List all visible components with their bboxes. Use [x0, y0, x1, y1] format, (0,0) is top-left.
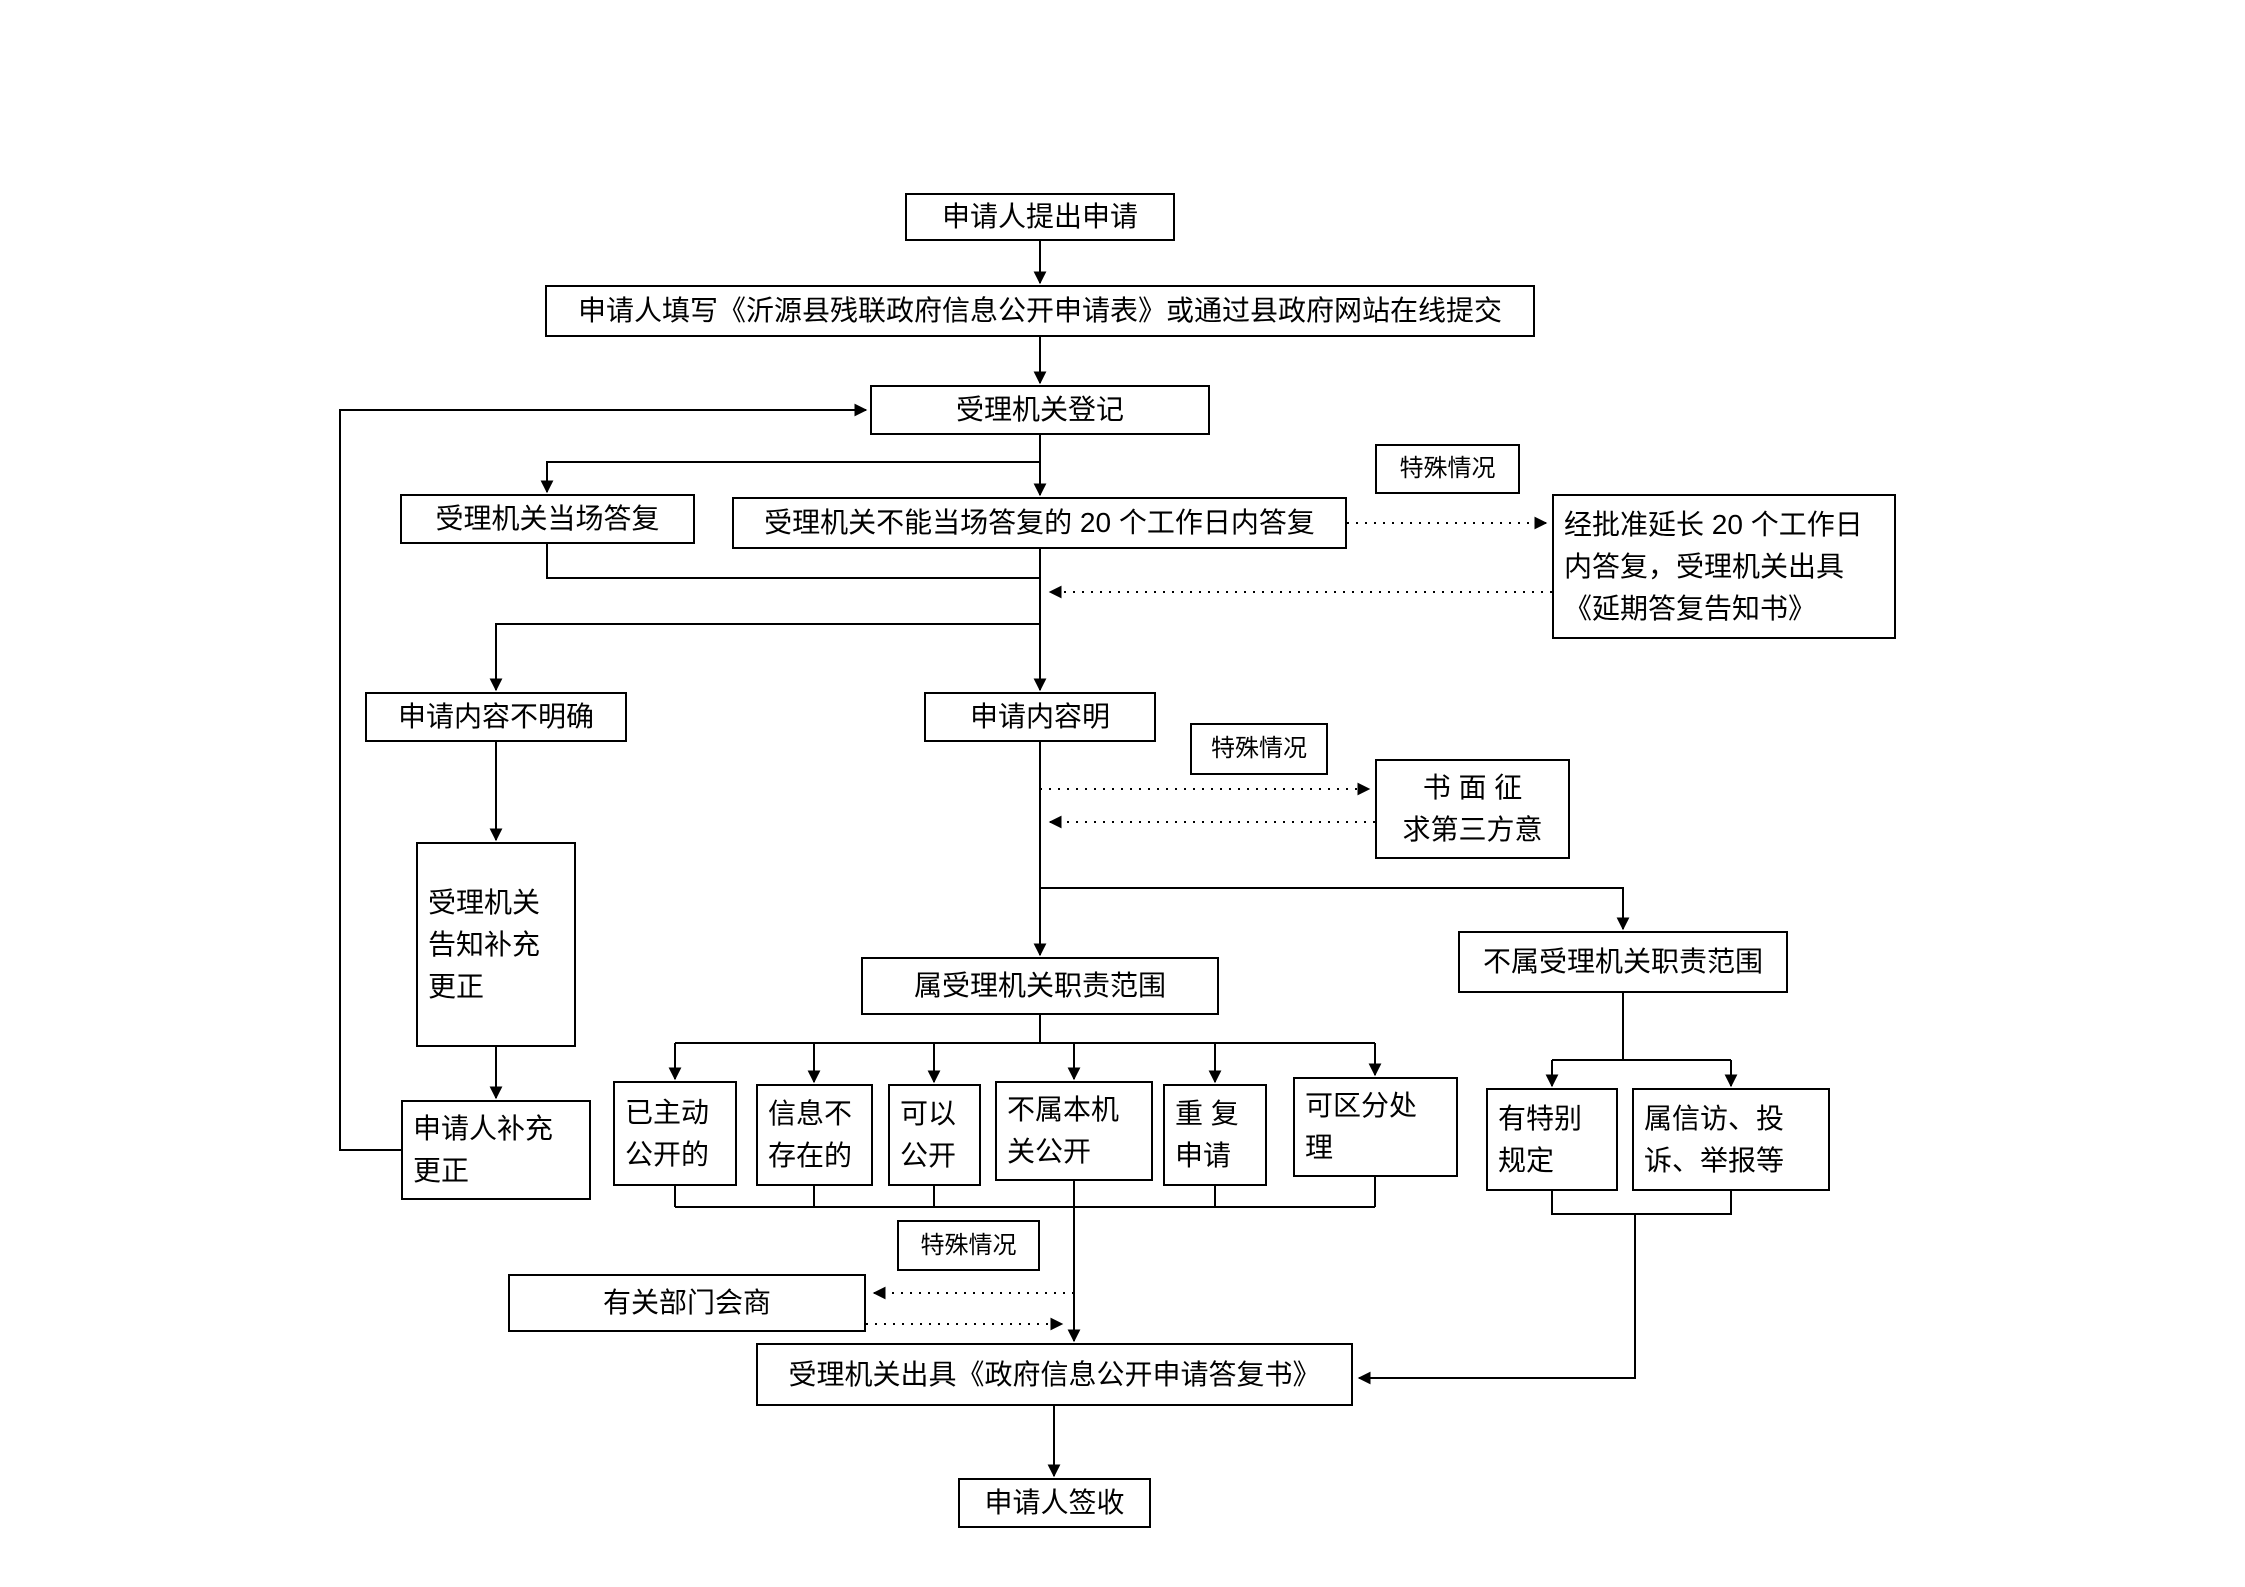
node-separable-handling: 可区分处 理	[1293, 1077, 1458, 1177]
node-not-this-authority: 不属本机 关公开	[995, 1081, 1153, 1181]
node-content-clear: 申请内容明	[924, 692, 1156, 742]
node-repeated-application: 重 复 申请	[1163, 1084, 1267, 1186]
node-department-consultation: 有关部门会商	[508, 1274, 866, 1332]
node-extended-reply: 经批准延长 20 个工作日 内答复，受理机关出具 《延期答复告知书》	[1552, 494, 1896, 639]
label-special-case-bottom: 特殊情况	[897, 1220, 1040, 1271]
node-onsite-reply: 受理机关当场答复	[400, 494, 695, 544]
node-can-disclose: 可以 公开	[888, 1084, 981, 1186]
label-special-case-top: 特殊情况	[1375, 444, 1520, 494]
node-third-party-opinion: 书 面 征 求第三方意	[1375, 759, 1570, 859]
node-register: 受理机关登记	[870, 385, 1210, 435]
label-special-case-mid: 特殊情况	[1190, 723, 1328, 775]
node-reply-within-20-days: 受理机关不能当场答复的 20 个工作日内答复	[732, 497, 1347, 549]
node-notify-supplement: 受理机关 告知补充 更正	[416, 842, 576, 1047]
node-not-within-scope: 不属受理机关职责范围	[1458, 931, 1788, 993]
node-already-disclosed: 已主动 公开的	[613, 1081, 737, 1186]
node-within-scope: 属受理机关职责范围	[861, 957, 1219, 1015]
node-applicant-submit: 申请人提出申请	[905, 193, 1175, 241]
node-reply-document: 受理机关出具《政府信息公开申请答复书》	[756, 1343, 1353, 1406]
node-info-not-exist: 信息不 存在的	[756, 1084, 873, 1186]
node-special-provisions: 有特别 规定	[1486, 1088, 1618, 1191]
node-petition-complaint: 属信访、投 诉、举报等	[1632, 1088, 1830, 1191]
node-content-unclear: 申请内容不明确	[365, 692, 627, 742]
node-applicant-supplement: 申请人补充 更正	[401, 1100, 591, 1200]
node-applicant-sign: 申请人签收	[958, 1478, 1151, 1528]
node-fill-application-form: 申请人填写《沂源县残联政府信息公开申请表》或通过县政府网站在线提交	[545, 285, 1535, 337]
